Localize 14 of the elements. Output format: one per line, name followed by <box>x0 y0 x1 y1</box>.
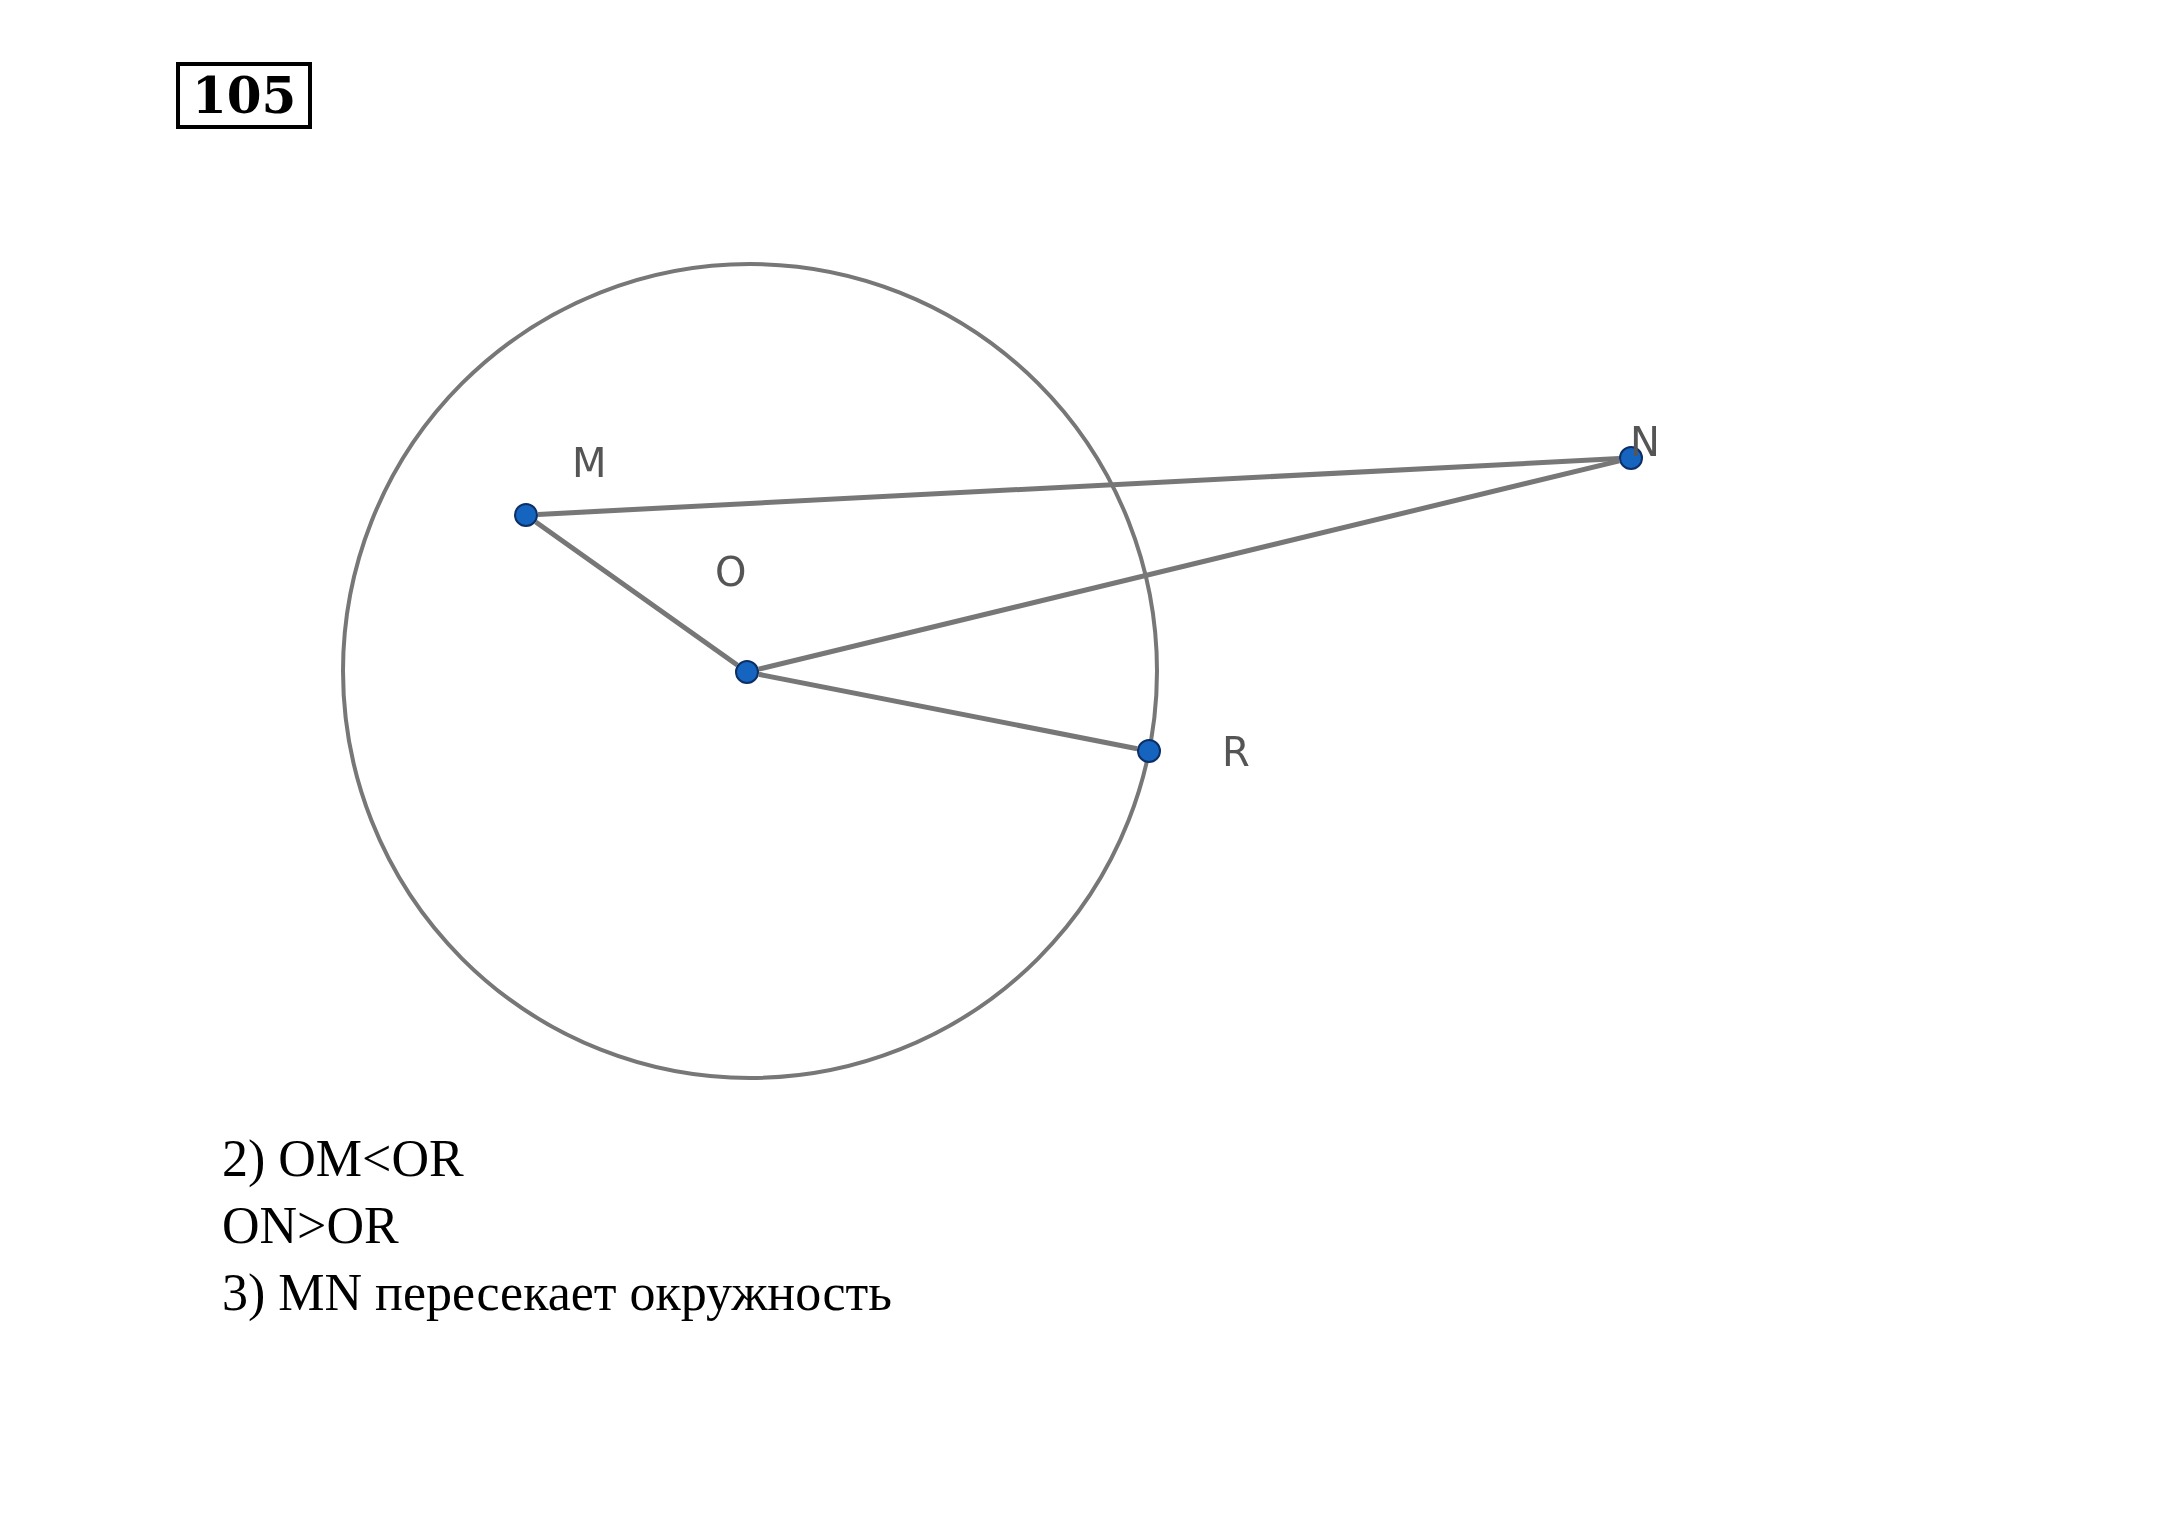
point-label: N <box>1630 422 1660 462</box>
point-label: O <box>715 552 747 592</box>
point-marker <box>1137 739 1161 763</box>
answer-text: ON>OR <box>222 1200 399 1252</box>
point-marker <box>514 503 538 527</box>
point-marker <box>735 660 759 684</box>
answer-text: 3) MN пересекает окружность <box>222 1267 892 1319</box>
point-label: M <box>572 443 607 483</box>
point-label: R <box>1222 732 1250 772</box>
line-segment <box>758 458 1620 672</box>
line-segment <box>534 519 739 668</box>
answer-text: 2) OM<OR <box>222 1133 464 1185</box>
line-segment <box>537 456 1620 517</box>
problem-number: 105 <box>176 62 313 129</box>
